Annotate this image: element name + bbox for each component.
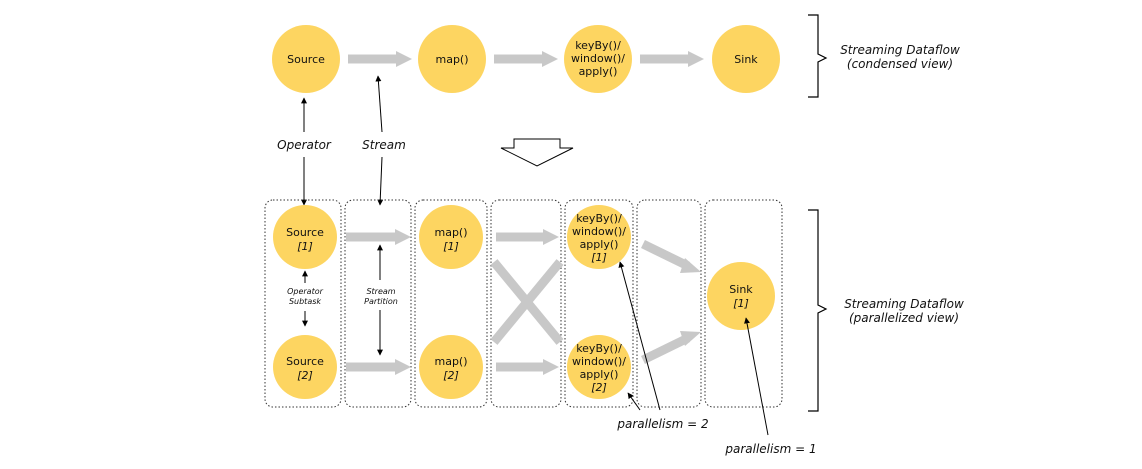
map2-index: [2] bbox=[443, 369, 459, 382]
stream-partition-annotation: Stream Partition bbox=[364, 244, 398, 356]
kwa-label-line2: window()/ bbox=[571, 52, 625, 65]
parallel-title: Streaming Dataflow bbox=[844, 297, 964, 311]
operator-subtask-label-line1: Operator bbox=[287, 287, 324, 296]
source1-index: [1] bbox=[297, 240, 313, 253]
source-subtask-1: Source [1] bbox=[273, 205, 337, 269]
group-box bbox=[414, 199, 488, 408]
operator-annotation: Operator bbox=[277, 97, 332, 206]
sink1-index: [1] bbox=[733, 297, 749, 310]
map2-label: map() bbox=[434, 355, 467, 368]
kwa-subtask-2: keyBy()/ window()/ apply() [2] bbox=[567, 335, 631, 399]
stream-partition-label-line2: Partition bbox=[364, 297, 398, 306]
parallelism-2-annotation: parallelism = 2 bbox=[616, 261, 709, 431]
map1-label: map() bbox=[434, 226, 467, 239]
sink-subtask-1: Sink [1] bbox=[707, 262, 775, 330]
source-node: Source bbox=[272, 25, 340, 93]
group-box bbox=[704, 199, 783, 408]
map-label: map() bbox=[435, 53, 468, 66]
operator-label: Operator bbox=[277, 138, 332, 152]
kwa2-index: [2] bbox=[591, 381, 607, 394]
stream-partition-arrow bbox=[496, 359, 559, 375]
parallelism-1-label: parallelism = 1 bbox=[724, 442, 816, 456]
kwa1-label-line3: apply() bbox=[580, 238, 619, 251]
source1-label: Source bbox=[286, 226, 324, 239]
condensed-view: Source map() keyBy()/ window()/ apply() … bbox=[272, 14, 960, 98]
stream-partition-arrow bbox=[641, 331, 701, 365]
source-label: Source bbox=[287, 53, 325, 66]
group-box bbox=[490, 199, 562, 408]
parallel-subtitle: (parallelized view) bbox=[849, 311, 959, 325]
condensed-subtitle: (condensed view) bbox=[847, 57, 953, 71]
kwa-subtask-1: keyBy()/ window()/ apply() [1] bbox=[567, 205, 631, 269]
source2-index: [2] bbox=[297, 369, 313, 382]
kwa2-label-line1: keyBy()/ bbox=[576, 342, 622, 355]
source-subtask-2: Source [2] bbox=[273, 335, 337, 399]
source2-label: Source bbox=[286, 355, 324, 368]
kwa-label-line1: keyBy()/ bbox=[575, 39, 621, 52]
parallel-view: Source [1] Source [2] map() [1] map() [2… bbox=[264, 199, 964, 456]
sink-label: Sink bbox=[734, 53, 758, 66]
stream-label: Stream bbox=[362, 138, 406, 152]
kwa2-label-line2: window()/ bbox=[572, 355, 626, 368]
stream-partition-arrow bbox=[346, 359, 411, 375]
map-subtask-2: map() [2] bbox=[419, 335, 483, 399]
parallelism-1-annotation: parallelism = 1 bbox=[724, 317, 817, 456]
condensed-brace bbox=[808, 14, 828, 98]
shuffle-line bbox=[490, 259, 564, 345]
sink1-label: Sink bbox=[729, 283, 753, 296]
stream-arrow bbox=[348, 51, 412, 67]
stream-arrow bbox=[494, 51, 558, 67]
operator-subtask-annotation: Operator Subtask bbox=[287, 270, 324, 327]
map-subtask-1: map() [1] bbox=[419, 205, 483, 269]
kwa1-index: [1] bbox=[591, 251, 607, 264]
stream-partition-arrow bbox=[641, 239, 701, 273]
map-node: map() bbox=[418, 25, 486, 93]
stream-partition-arrow bbox=[346, 229, 411, 245]
kwa1-label-line1: keyBy()/ bbox=[576, 212, 622, 225]
kwa2-label-line3: apply() bbox=[580, 368, 619, 381]
map1-index: [1] bbox=[443, 240, 459, 253]
stream-partition-label-line1: Stream bbox=[366, 287, 395, 296]
group-box bbox=[264, 199, 342, 408]
stream-annotation: Stream bbox=[362, 75, 406, 206]
group-box bbox=[564, 199, 634, 408]
stream-partition-arrow bbox=[496, 229, 559, 245]
group-box bbox=[344, 199, 412, 408]
condensed-title: Streaming Dataflow bbox=[840, 43, 960, 57]
parallelism-2-label: parallelism = 2 bbox=[616, 417, 708, 431]
operator-subtask-label-line2: Subtask bbox=[289, 297, 321, 306]
sink-node: Sink bbox=[712, 25, 780, 93]
kwa-label-line3: apply() bbox=[579, 65, 618, 78]
transform-arrow-icon bbox=[500, 138, 574, 167]
kwa1-label-line2: window()/ bbox=[572, 225, 626, 238]
group-box bbox=[636, 199, 702, 408]
stream-arrow bbox=[640, 51, 704, 67]
parallel-brace bbox=[808, 209, 828, 412]
keyby-window-apply-node: keyBy()/ window()/ apply() bbox=[564, 25, 632, 93]
